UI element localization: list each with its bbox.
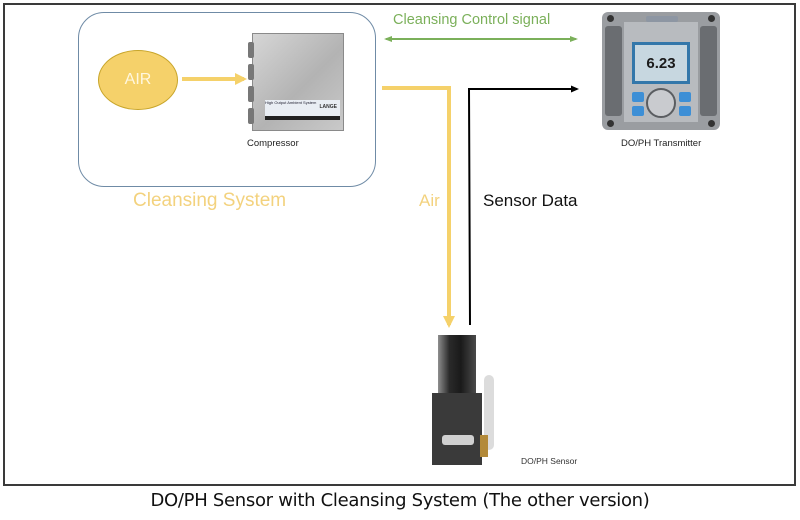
compressor-nameplate: High Output Ambient System LANGE xyxy=(265,100,340,120)
air-line-label: Air xyxy=(419,191,440,210)
transmitter-logo xyxy=(646,16,678,22)
air-source: AIR xyxy=(98,50,178,110)
screw-icon xyxy=(708,120,715,127)
screw-icon xyxy=(607,15,614,22)
compressor-knob xyxy=(248,42,254,58)
screw-icon xyxy=(607,120,614,127)
transmitter-display: 6.23 xyxy=(632,42,690,84)
transmitter-nav-wheel xyxy=(646,88,676,118)
screw-icon xyxy=(708,15,715,22)
sensor-fitting xyxy=(480,435,488,457)
transmitter-side-panel xyxy=(700,26,717,116)
cleansing-system-box xyxy=(78,12,376,187)
transmitter-side-panel xyxy=(605,26,622,116)
transmitter-button xyxy=(679,106,691,116)
compressor-label: Compressor xyxy=(247,138,299,149)
control-signal-label: Cleansing Control signal xyxy=(393,12,551,28)
sensor-ring xyxy=(442,435,474,445)
figure-caption: DO/PH Sensor with Cleansing System (The … xyxy=(150,490,650,511)
cleansing-system-title: Cleansing System xyxy=(133,190,287,211)
sensor-collar xyxy=(432,393,482,465)
transmitter-button xyxy=(632,106,644,116)
transmitter-image: 6.23 xyxy=(602,12,720,130)
compressor-brand: LANGE xyxy=(319,104,338,110)
compressor-plate-text: High Output Ambient System xyxy=(265,100,317,105)
compressor-knob xyxy=(248,108,254,124)
sensor-air-hose xyxy=(484,375,494,450)
sensor-image xyxy=(430,335,500,465)
compressor-knob xyxy=(248,64,254,80)
air-source-label: AIR xyxy=(124,71,152,88)
transmitter-button xyxy=(632,92,644,102)
transmitter-label: DO/PH Transmitter xyxy=(621,138,702,149)
sensor-data-label: Sensor Data xyxy=(483,191,578,210)
sensor-label: DO/PH Sensor xyxy=(521,456,578,466)
transmitter-display-value: 6.23 xyxy=(646,54,676,72)
compressor-knob xyxy=(248,86,254,102)
transmitter-button xyxy=(679,92,691,102)
compressor-image: High Output Ambient System LANGE xyxy=(248,33,344,131)
